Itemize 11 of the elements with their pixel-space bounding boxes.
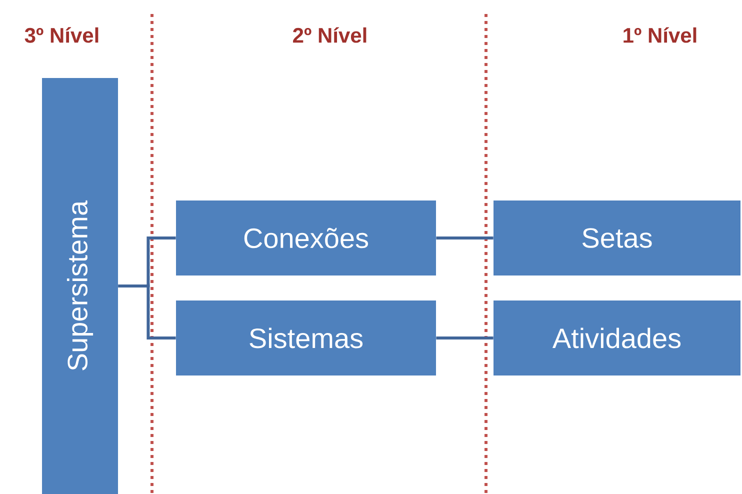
level-heading: 3º Nível xyxy=(24,27,98,43)
level-heading: 2º Nível xyxy=(293,27,366,43)
process-box: Sistemas xyxy=(176,300,436,376)
process-box: Atividades xyxy=(494,300,740,376)
connector-line xyxy=(436,336,494,340)
process-box: Conexões xyxy=(176,200,436,276)
process-box: Supersistema xyxy=(42,78,118,494)
connector-line xyxy=(436,236,494,240)
connector-line xyxy=(118,284,176,340)
process-box: Setas xyxy=(494,200,740,276)
level-heading: 1º Nível xyxy=(624,27,696,43)
